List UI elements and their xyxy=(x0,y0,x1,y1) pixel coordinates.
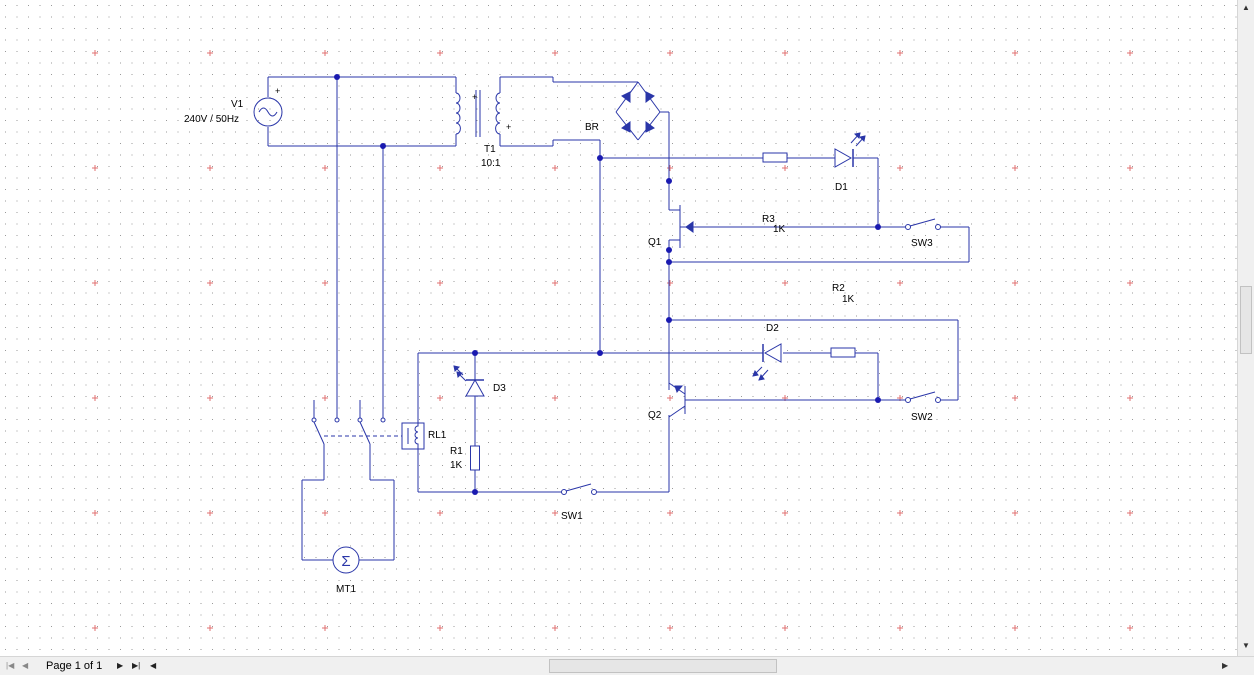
sw1-ref: SW1 xyxy=(561,511,583,522)
switch-sw2[interactable] xyxy=(905,391,941,403)
d1-light-arrows-icon xyxy=(850,132,866,147)
q2-ref: Q2 xyxy=(648,410,662,421)
r3-ref: R3 xyxy=(762,214,775,225)
scroll-right-icon[interactable]: ▶ xyxy=(1222,661,1229,670)
br-ref: BR xyxy=(585,122,599,133)
switch-sw3[interactable] xyxy=(905,218,941,230)
d2-ref: D2 xyxy=(766,323,779,334)
d3-ref: D3 xyxy=(493,383,506,394)
relay-rl1[interactable] xyxy=(311,417,425,450)
v1-polarity: + xyxy=(275,86,280,96)
transformer-t1[interactable] xyxy=(455,90,501,137)
grid-dots xyxy=(0,0,1237,656)
led-d3[interactable] xyxy=(453,365,485,397)
horizontal-scroll-thumb[interactable] xyxy=(549,659,777,673)
sw2-ref: SW2 xyxy=(911,412,933,423)
vertical-scroll-thumb[interactable] xyxy=(1240,286,1252,354)
r2-value: 1K xyxy=(842,294,855,305)
v1-value: 240V / 50Hz xyxy=(184,114,239,125)
switch-sw1[interactable] xyxy=(561,483,597,495)
t1-ref: T1 xyxy=(484,144,496,155)
first-page-icon[interactable]: |◀ xyxy=(6,661,15,670)
q1-ref: Q1 xyxy=(648,237,662,248)
sw3-ref: SW3 xyxy=(911,238,933,249)
transistor-q1[interactable] xyxy=(669,205,696,248)
page-indicator: Page 1 of 1 xyxy=(46,660,103,672)
d3-light-arrows-icon xyxy=(453,365,467,382)
bridge-rectifier-br[interactable] xyxy=(615,81,661,141)
t1-secondary-polarity: + xyxy=(506,122,511,132)
status-bar: |◀ ◀ Page 1 of 1 ▶ ▶| ◀ ▶ xyxy=(0,656,1254,675)
vertical-scrollbar[interactable]: ▲ ▼ xyxy=(1237,0,1254,656)
next-page-icon[interactable]: ▶ xyxy=(117,661,124,670)
r3-value: 1K xyxy=(773,224,786,235)
rl1-ref: RL1 xyxy=(428,430,447,441)
motor-mt1[interactable]: Σ xyxy=(332,546,360,574)
led-d2[interactable] xyxy=(752,343,782,381)
t1-ratio: 10:1 xyxy=(481,158,501,169)
v1-ref: V1 xyxy=(231,99,244,110)
schematic-canvas[interactable]: + V1 240V / 50Hz + + T1 10:1 BR R3 1K xyxy=(0,0,1237,656)
resistor-r3-body[interactable] xyxy=(762,152,788,163)
motor-symbol-icon: Σ xyxy=(341,553,350,570)
r1-ref: R1 xyxy=(450,446,463,457)
horizontal-scrollbar[interactable]: ▶ xyxy=(162,658,1232,674)
r2-ref: R2 xyxy=(832,283,845,294)
mt1-ref: MT1 xyxy=(336,584,356,595)
resistor-r1-body[interactable] xyxy=(470,445,480,471)
led-d1[interactable] xyxy=(834,132,866,168)
scroll-up-icon[interactable]: ▲ xyxy=(1242,3,1250,12)
last-page-icon[interactable]: ▶| xyxy=(132,661,141,670)
junctions xyxy=(334,74,881,495)
tab-scroll-left-icon[interactable]: ◀ xyxy=(150,661,157,670)
prev-page-icon[interactable]: ◀ xyxy=(22,661,29,670)
t1-primary-polarity: + xyxy=(472,92,477,102)
d1-ref: D1 xyxy=(835,182,848,193)
r1-value: 1K xyxy=(450,460,463,471)
grid-major-marks xyxy=(92,50,1133,631)
wires xyxy=(267,76,970,561)
ac-source-v1[interactable]: + V1 240V / 50Hz xyxy=(184,86,283,127)
scroll-down-icon[interactable]: ▼ xyxy=(1242,641,1250,650)
d2-light-arrows-icon xyxy=(752,366,769,381)
resistor-r2-body[interactable] xyxy=(830,347,856,358)
transistor-q2[interactable] xyxy=(668,382,690,418)
